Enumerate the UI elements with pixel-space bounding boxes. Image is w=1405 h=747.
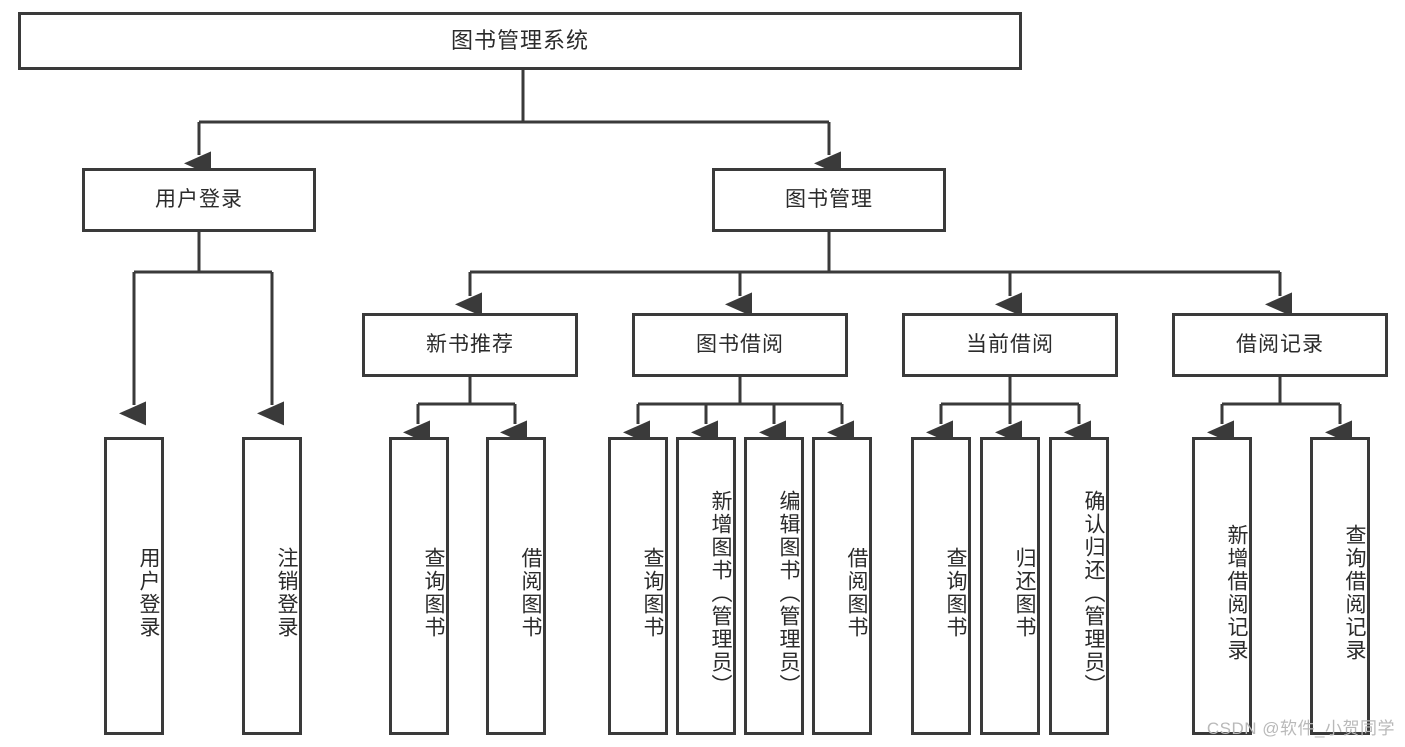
node-borrow-record-label: 借阅记录 — [1236, 333, 1324, 357]
leaf-borrow-borrow-book-label: 借阅图书 — [845, 547, 868, 639]
leaf-user-login-signin-label: 用户登录 — [137, 547, 160, 639]
node-current-borrow[interactable]: 当前借阅 — [902, 313, 1118, 377]
node-book-management[interactable]: 图书管理 — [712, 168, 946, 232]
node-borrow-record[interactable]: 借阅记录 — [1172, 313, 1388, 377]
leaf-current-query-book-label: 查询图书 — [944, 547, 967, 639]
leaf-record-query-record-label: 查询借阅记录 — [1343, 524, 1366, 662]
leaf-borrow-edit-book-label: 编辑图书（管理员） — [777, 489, 800, 697]
leaf-recommend-query-book[interactable]: 查询图书 — [389, 437, 449, 735]
leaf-record-add-record[interactable]: 新增借阅记录 — [1192, 437, 1252, 735]
leaf-user-login-signout-label: 注销登录 — [275, 547, 298, 639]
leaf-borrow-query-book[interactable]: 查询图书 — [608, 437, 668, 735]
leaf-borrow-edit-book[interactable]: 编辑图书（管理员） — [744, 437, 804, 735]
leaf-recommend-borrow-book-label: 借阅图书 — [519, 547, 542, 639]
node-user-login-label: 用户登录 — [155, 188, 243, 212]
node-new-book-recommend[interactable]: 新书推荐 — [362, 313, 578, 377]
leaf-current-return-book[interactable]: 归还图书 — [980, 437, 1040, 735]
node-user-login[interactable]: 用户登录 — [82, 168, 316, 232]
leaf-borrow-query-book-label: 查询图书 — [641, 547, 664, 639]
watermark-text: CSDN @软件_小贺同学 — [1206, 719, 1395, 738]
leaf-user-login-signin[interactable]: 用户登录 — [104, 437, 164, 735]
node-root[interactable]: 图书管理系统 — [18, 12, 1022, 70]
leaf-borrow-add-book[interactable]: 新增图书（管理员） — [676, 437, 736, 735]
leaf-current-confirm-return-label: 确认归还（管理员） — [1082, 489, 1105, 697]
leaf-record-query-record[interactable]: 查询借阅记录 — [1310, 437, 1370, 735]
leaf-current-confirm-return[interactable]: 确认归还（管理员） — [1049, 437, 1109, 735]
node-root-label: 图书管理系统 — [450, 27, 589, 53]
leaf-borrow-borrow-book[interactable]: 借阅图书 — [812, 437, 872, 735]
leaf-user-login-signout[interactable]: 注销登录 — [242, 437, 302, 735]
leaf-recommend-borrow-book[interactable]: 借阅图书 — [486, 437, 546, 735]
leaf-current-query-book[interactable]: 查询图书 — [911, 437, 971, 735]
node-book-borrow[interactable]: 图书借阅 — [632, 313, 848, 377]
leaf-borrow-add-book-label: 新增图书（管理员） — [709, 489, 732, 697]
node-new-book-recommend-label: 新书推荐 — [426, 333, 514, 357]
leaf-current-return-book-label: 归还图书 — [1013, 547, 1036, 639]
leaf-recommend-query-book-label: 查询图书 — [422, 547, 445, 639]
node-current-borrow-label: 当前借阅 — [966, 333, 1054, 357]
node-book-management-label: 图书管理 — [785, 188, 873, 212]
node-book-borrow-label: 图书借阅 — [696, 333, 784, 357]
leaf-record-add-record-label: 新增借阅记录 — [1225, 524, 1248, 662]
